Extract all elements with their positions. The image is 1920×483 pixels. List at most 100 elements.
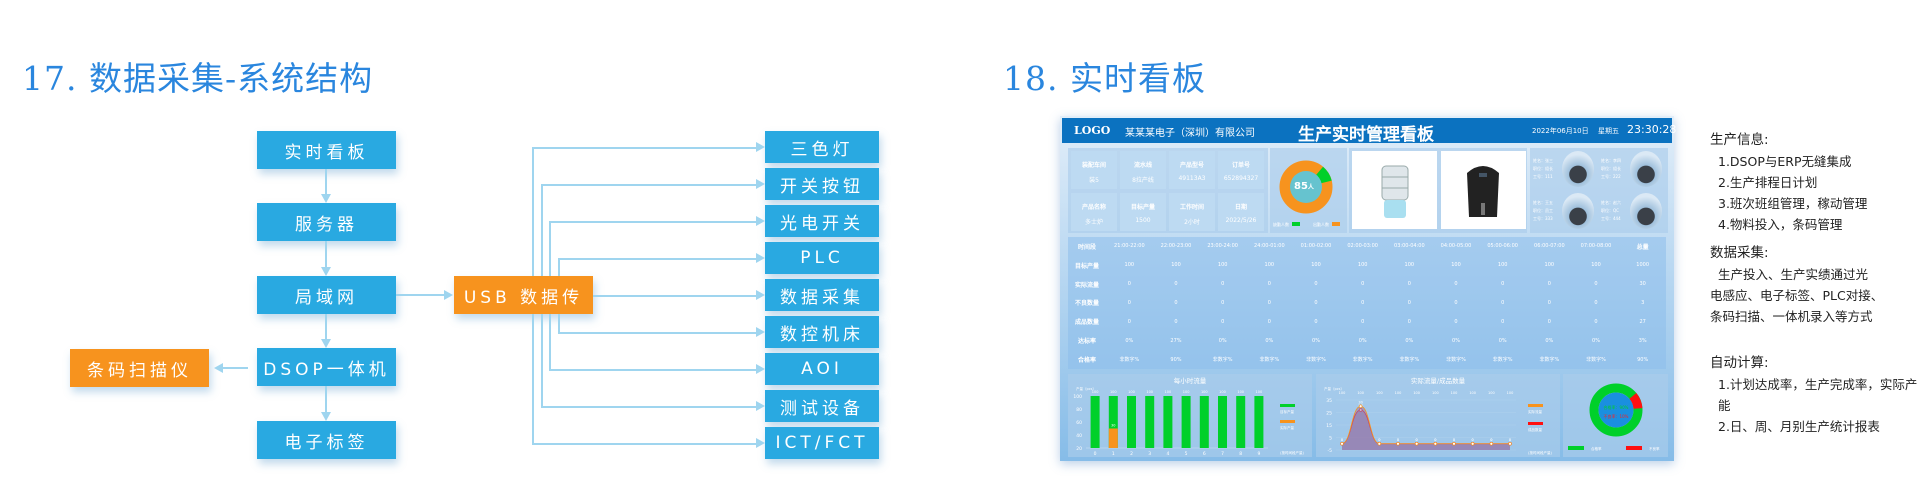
table-cell: 0% bbox=[1125, 337, 1134, 344]
section-title-architecture: 17. 数据采集-系统结构 bbox=[22, 59, 374, 98]
yield-chart: 合格率：90%不良率：10%合格率不良率 bbox=[1563, 374, 1668, 457]
table-cell: 0 bbox=[1547, 281, 1551, 288]
legend-label: 实际产量 bbox=[1280, 425, 1295, 430]
table-cell: 0 bbox=[1407, 281, 1411, 288]
notes-heading: 生产信息: bbox=[1710, 132, 1769, 148]
table-cell: 0% bbox=[1405, 337, 1414, 344]
usb-node: USB 数据传 bbox=[454, 276, 593, 314]
info-label: 工作时间 bbox=[1179, 204, 1204, 211]
table-cell: 90% bbox=[1170, 356, 1182, 363]
top-label: 100 bbox=[1451, 391, 1458, 395]
air-fryer-image bbox=[1441, 151, 1526, 229]
node-4: 电子标签 bbox=[257, 421, 396, 459]
legend-label: 实际流量 bbox=[1528, 409, 1543, 414]
top-label: 100 bbox=[1395, 391, 1402, 395]
table-cell: 100 bbox=[1404, 262, 1415, 269]
table-cell: 0 bbox=[1594, 318, 1598, 325]
device-node-5: 数控机床 bbox=[765, 316, 879, 348]
table-header: 02:00-03:00 bbox=[1347, 243, 1378, 250]
point-label: 0 bbox=[1490, 438, 1492, 442]
notes-line: 1.DSOP与ERP无缝集成 bbox=[1718, 154, 1852, 169]
table-cell: 27 bbox=[1639, 318, 1646, 325]
info-value: 多士炉 bbox=[1084, 219, 1103, 226]
table-cell: 100 bbox=[1311, 262, 1321, 269]
x-tick-label: 0 bbox=[1094, 451, 1097, 457]
table-cell: 0 bbox=[1454, 318, 1458, 325]
point-label: 0 bbox=[1416, 438, 1418, 442]
point-label: 0 bbox=[1472, 438, 1474, 442]
company-name: 某某某电子（深圳）有限公司 bbox=[1125, 128, 1255, 139]
attendance-panel: 85人 缺勤人数 出勤人数 bbox=[1270, 148, 1347, 233]
point-label: 0 bbox=[1341, 438, 1343, 442]
legend-absent: 缺勤人数 bbox=[1273, 222, 1289, 227]
x-tick-label: 6 bbox=[1203, 451, 1206, 457]
connector-line bbox=[593, 295, 757, 297]
arrow-right-icon bbox=[756, 142, 765, 152]
y-tick-label: 60 bbox=[1076, 420, 1082, 426]
table-cell: 0 bbox=[1127, 318, 1131, 325]
connector-line bbox=[325, 169, 327, 195]
row-label: 不良数量 bbox=[1074, 300, 1099, 308]
table-cell: 0 bbox=[1174, 281, 1178, 288]
dashboard-title: 生产实时管理看板 bbox=[1298, 125, 1434, 145]
table-header: 03:00-04:00 bbox=[1394, 243, 1425, 250]
x-tick-label: 5 bbox=[1185, 451, 1188, 457]
device-node-2: 光电开关 bbox=[765, 205, 879, 237]
attendance-unit: 人 bbox=[1307, 184, 1314, 191]
table-cell: 0 bbox=[1361, 318, 1365, 325]
legend-swatch bbox=[1568, 446, 1584, 450]
data-point bbox=[1358, 404, 1363, 408]
legend-label: 目标产量 bbox=[1280, 409, 1295, 414]
steamer-image bbox=[1352, 151, 1437, 229]
info-label: 产品型号 bbox=[1179, 162, 1204, 169]
bar-target bbox=[1199, 396, 1209, 448]
x-tick-label: 7 bbox=[1221, 451, 1224, 457]
table-cell: 0 bbox=[1267, 299, 1271, 306]
device-node-0: 三色灯 bbox=[765, 131, 879, 163]
table-cell: 0% bbox=[1545, 337, 1554, 344]
connector-line bbox=[541, 184, 757, 186]
top-label: 100 bbox=[1413, 391, 1420, 395]
y-tick-label: 5 bbox=[1329, 436, 1332, 442]
arrow-right-icon bbox=[756, 216, 765, 226]
point-label: 0 bbox=[1434, 438, 1436, 442]
bar-target bbox=[1163, 396, 1173, 448]
info-label: 流水线 bbox=[1133, 162, 1152, 169]
connector-line bbox=[532, 314, 534, 443]
connector-line bbox=[541, 314, 543, 406]
staff-id: 工号：444 bbox=[1601, 216, 1621, 221]
avatar bbox=[1562, 151, 1594, 187]
table-cell: 100 bbox=[1357, 262, 1368, 269]
staff-name: 姓名：张三 bbox=[1533, 158, 1553, 163]
bar-target bbox=[1218, 396, 1227, 448]
x-tick-label: 2 bbox=[1130, 451, 1133, 457]
arrow-right-icon bbox=[756, 327, 765, 337]
table-header: 22:00-23:00 bbox=[1160, 243, 1192, 250]
point-label: 0 bbox=[1453, 438, 1455, 442]
table-cell: 1000 bbox=[1636, 262, 1650, 269]
scanner-node: 条码扫描仪 bbox=[70, 349, 209, 387]
table-cell: 0 bbox=[1314, 281, 1318, 288]
table-header: 23:00-24:00 bbox=[1207, 243, 1238, 250]
connector-line bbox=[532, 443, 757, 445]
y-tick-label: 25 bbox=[1326, 411, 1332, 417]
top-label: 100 bbox=[1376, 391, 1383, 395]
table-header: 01:00-02:00 bbox=[1300, 243, 1332, 250]
table-cell: 0 bbox=[1174, 318, 1178, 325]
pie-center bbox=[1598, 392, 1634, 428]
table-header: 总量 bbox=[1636, 243, 1649, 251]
pass-rate-label: 合格率：90% bbox=[1604, 404, 1629, 410]
staff-role: 职位：员工 bbox=[1533, 208, 1553, 213]
legend-absent-swatch bbox=[1292, 222, 1300, 226]
table-cell: 0 bbox=[1407, 318, 1411, 325]
pie-slice-pass bbox=[1589, 383, 1643, 437]
point-label: 0 bbox=[1397, 438, 1399, 442]
table-cell: 0 bbox=[1221, 318, 1225, 325]
device-node-6: AOI bbox=[765, 353, 879, 385]
table-cell: 100 bbox=[1544, 262, 1555, 269]
node-1: 服务器 bbox=[257, 203, 396, 241]
